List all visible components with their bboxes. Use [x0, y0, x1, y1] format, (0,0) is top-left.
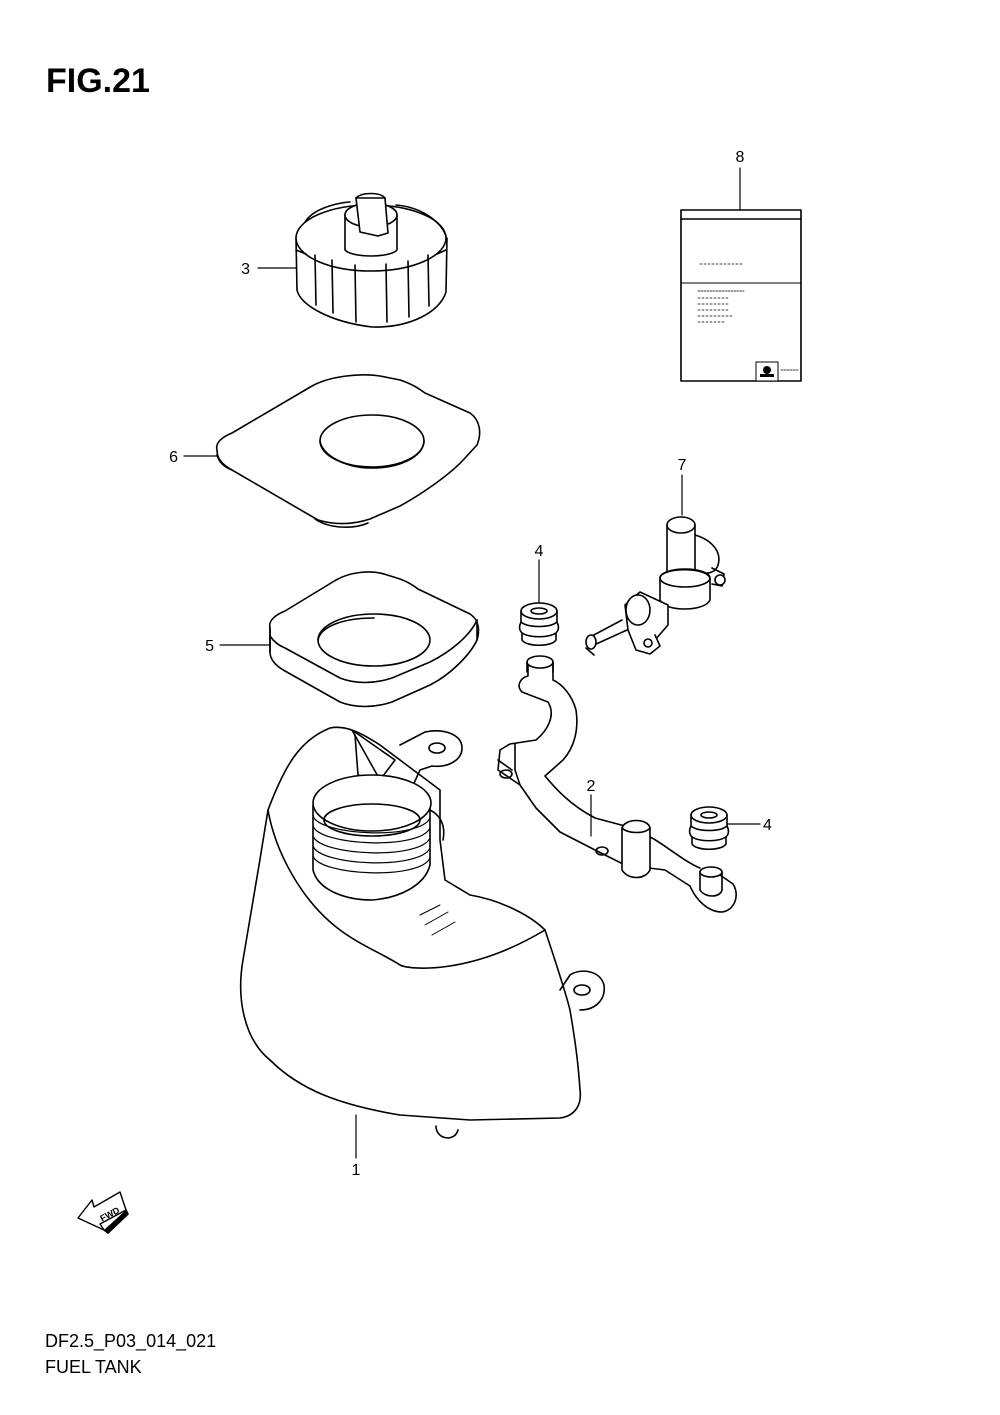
fuel-tank-cap-part	[295, 192, 448, 328]
drawing-code: DF2.5_P03_014_021	[45, 1331, 217, 1351]
figure-caption: FUEL TANK	[45, 1357, 142, 1377]
callout-8: 8	[736, 149, 745, 166]
callout-1: 1	[352, 1162, 361, 1179]
callout-4-lower: 4	[763, 817, 772, 834]
grommet-lower-part	[688, 806, 730, 851]
callout-3: 3	[241, 261, 250, 278]
leader-lines	[183, 167, 761, 1159]
fuel-cock-part	[585, 516, 726, 656]
instruction-card-part	[680, 209, 802, 382]
callout-6: 6	[169, 449, 178, 466]
grommet-upper-part	[518, 602, 560, 647]
callout-2: 2	[587, 778, 596, 795]
callout-4-upper: 4	[535, 543, 544, 560]
fwd-arrow-icon: FWD	[77, 1191, 129, 1234]
figure-title: FIG.21	[46, 62, 150, 100]
callout-7: 7	[678, 457, 687, 474]
fuel-tank-part	[239, 726, 605, 1139]
cap-seal-part	[268, 571, 480, 708]
cap-gasket-part	[215, 374, 481, 528]
callout-5: 5	[205, 638, 214, 655]
callout-labels: 3 8 6 5 7 4 2 4 1	[169, 149, 772, 1179]
fuel-tank-bracket-part	[497, 655, 737, 913]
